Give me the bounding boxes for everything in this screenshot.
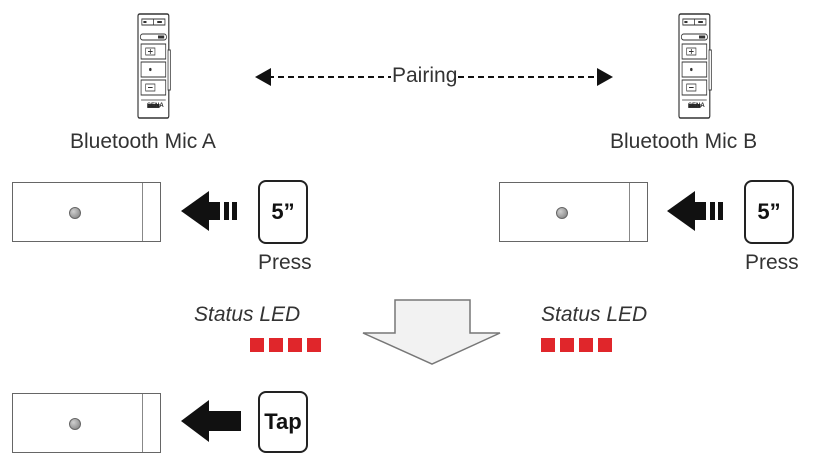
led-blink-square [288, 338, 302, 352]
press-arrow-right-icon [667, 191, 723, 231]
status-led-indicator [69, 207, 81, 219]
led-blink-square [541, 338, 555, 352]
mic-b-brand-logo: SENA [688, 103, 705, 109]
status-led-indicator [69, 418, 81, 430]
status-led-indicator [556, 207, 568, 219]
mic-panel-final [12, 393, 161, 453]
pairing-label: Pairing [391, 64, 459, 88]
mic-a-panel [12, 182, 161, 242]
press-5s-button[interactable]: 5” [258, 180, 308, 244]
status-led-blinks-left [250, 338, 321, 352]
mic-a-label: Bluetooth Mic A [70, 130, 216, 153]
led-blink-square [250, 338, 264, 352]
tap-button[interactable]: Tap [258, 391, 308, 453]
mic-b-label: Bluetooth Mic B [610, 130, 758, 153]
press-label: Press [745, 251, 799, 274]
down-arrow-icon [362, 299, 501, 365]
press-5s-button[interactable]: 5” [744, 180, 794, 244]
mic-a-brand-logo: SENA [147, 103, 164, 109]
led-blink-square [307, 338, 321, 352]
status-led-label-left: Status LED [194, 303, 301, 326]
panel-divider [629, 183, 630, 241]
tap-arrow-left-icon [181, 400, 241, 442]
panel-divider [142, 183, 143, 241]
mic-b-panel [499, 182, 648, 242]
status-led-label-right: Status LED [541, 303, 648, 326]
panel-divider [142, 394, 143, 452]
led-blink-square [579, 338, 593, 352]
press-label: Press [258, 251, 312, 274]
status-led-blinks-right [541, 338, 612, 352]
led-blink-square [598, 338, 612, 352]
led-blink-square [560, 338, 574, 352]
press-arrow-left-icon [181, 191, 237, 231]
led-blink-square [269, 338, 283, 352]
